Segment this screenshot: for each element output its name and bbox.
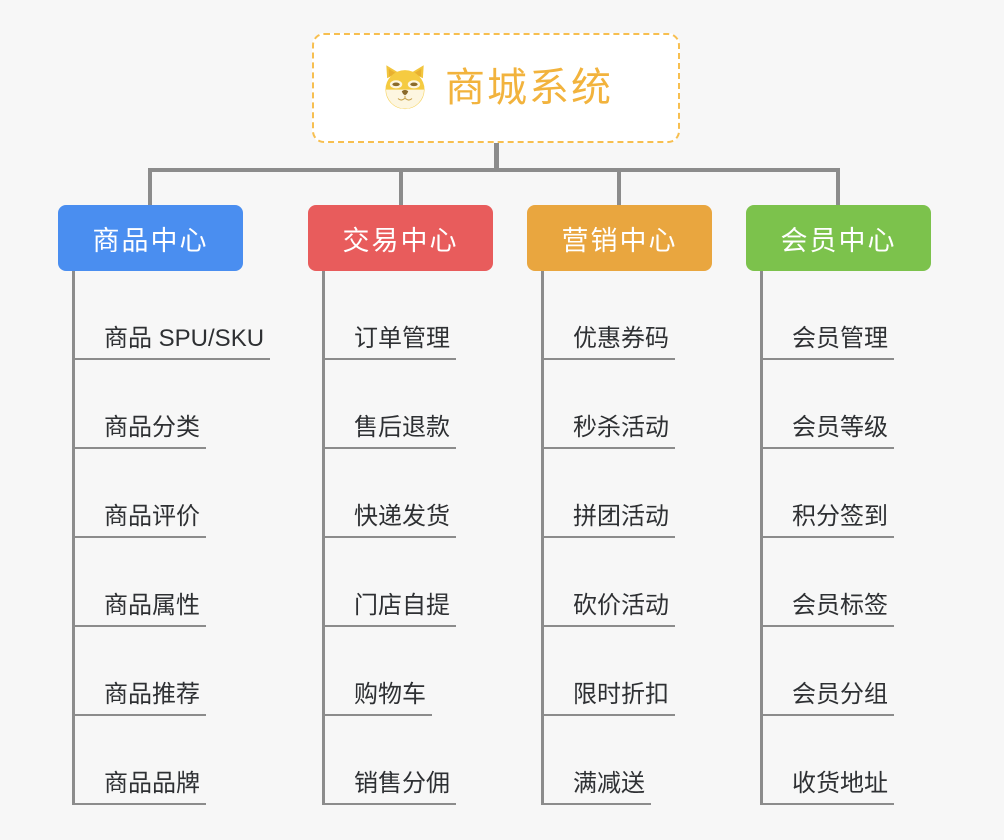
connector-horizontal-bus [148,168,840,172]
list-item[interactable]: 商品分类 [58,360,288,449]
leaf-label: 砍价活动 [541,592,675,627]
leaf-label: 订单管理 [322,325,456,360]
leaf-label: 积分签到 [760,503,894,538]
list-item[interactable]: 商品评价 [58,449,288,538]
list-item[interactable]: 会员等级 [746,360,951,449]
leaf-list-member-center: 会员管理 会员等级 积分签到 会员标签 会员分组 收货地址 [746,271,951,805]
list-item[interactable]: 秒杀活动 [527,360,732,449]
leaf-label: 会员管理 [760,325,894,360]
branch-header-label: 会员中心 [780,225,897,256]
leaf-label: 商品评价 [72,503,206,538]
list-item[interactable]: 优惠券码 [527,271,732,360]
branch-column-marketing-center: 营销中心 优惠券码 秒杀活动 拼团活动 砍价活动 限时折扣 满减送 [527,205,732,805]
branch-column-trade-center: 交易中心 订单管理 售后退款 快递发货 门店自提 购物车 销售分佣 [308,205,523,805]
leaf-label: 商品 SPU/SKU [72,325,271,360]
root-node[interactable]: 商城系统 [312,33,680,143]
branch-header-marketing-center[interactable]: 营销中心 [527,205,712,271]
leaf-label: 会员标签 [760,592,894,627]
branch-header-label: 营销中心 [561,225,678,256]
connector-drop-2 [617,168,621,208]
leaf-label: 收货地址 [760,770,894,805]
connector-drop-0 [148,168,152,208]
leaf-list-product-center: 商品 SPU/SKU 商品分类 商品评价 商品属性 商品推荐 商品品牌 [58,271,288,805]
root-title: 商城系统 [445,66,613,110]
leaf-list-trade-center: 订单管理 售后退款 快递发货 门店自提 购物车 销售分佣 [308,271,523,805]
list-item[interactable]: 商品 SPU/SKU [58,271,288,360]
list-item[interactable]: 会员管理 [746,271,951,360]
leaf-label: 会员分组 [760,681,894,716]
list-item[interactable]: 积分签到 [746,449,951,538]
branch-column-product-center: 商品中心 商品 SPU/SKU 商品分类 商品评价 商品属性 商品推荐 商品品牌 [58,205,288,805]
connector-drop-1 [399,168,403,208]
branch-header-member-center[interactable]: 会员中心 [746,205,931,271]
connector-drop-3 [836,168,840,208]
leaf-label: 商品分类 [72,414,206,449]
leaf-list-marketing-center: 优惠券码 秒杀活动 拼团活动 砍价活动 限时折扣 满减送 [527,271,732,805]
leaf-label: 满减送 [541,770,651,805]
leaf-spine [541,271,544,805]
list-item[interactable]: 满减送 [527,716,732,805]
branch-header-trade-center[interactable]: 交易中心 [308,205,493,271]
list-item[interactable]: 限时折扣 [527,627,732,716]
leaf-spine [322,271,325,805]
leaf-label: 快递发货 [322,503,456,538]
list-item[interactable]: 快递发货 [308,449,523,538]
list-item[interactable]: 订单管理 [308,271,523,360]
leaf-label: 商品属性 [72,592,206,627]
leaf-label: 售后退款 [322,414,456,449]
list-item[interactable]: 收货地址 [746,716,951,805]
leaf-label: 限时折扣 [541,681,675,716]
leaf-label: 商品品牌 [72,770,206,805]
leaf-label: 购物车 [322,681,432,716]
leaf-label: 秒杀活动 [541,414,675,449]
list-item[interactable]: 会员分组 [746,627,951,716]
list-item[interactable]: 门店自提 [308,538,523,627]
list-item[interactable]: 商品品牌 [58,716,288,805]
leaf-label: 商品推荐 [72,681,206,716]
leaf-label: 优惠券码 [541,325,675,360]
list-item[interactable]: 商品属性 [58,538,288,627]
list-item[interactable]: 商品推荐 [58,627,288,716]
branch-header-label: 交易中心 [342,225,459,256]
shiba-dog-face-icon [379,62,431,114]
list-item[interactable]: 购物车 [308,627,523,716]
list-item[interactable]: 拼团活动 [527,449,732,538]
leaf-spine [760,271,763,805]
list-item[interactable]: 会员标签 [746,538,951,627]
branch-header-label: 商品中心 [92,225,209,256]
leaf-label: 拼团活动 [541,503,675,538]
list-item[interactable]: 砍价活动 [527,538,732,627]
leaf-label: 门店自提 [322,592,456,627]
leaf-spine [72,271,75,805]
branch-column-member-center: 会员中心 会员管理 会员等级 积分签到 会员标签 会员分组 收货地址 [746,205,951,805]
leaf-label: 会员等级 [760,414,894,449]
leaf-label: 销售分佣 [322,770,456,805]
list-item[interactable]: 销售分佣 [308,716,523,805]
branch-header-product-center[interactable]: 商品中心 [58,205,243,271]
list-item[interactable]: 售后退款 [308,360,523,449]
connector-root-stem [494,143,499,171]
